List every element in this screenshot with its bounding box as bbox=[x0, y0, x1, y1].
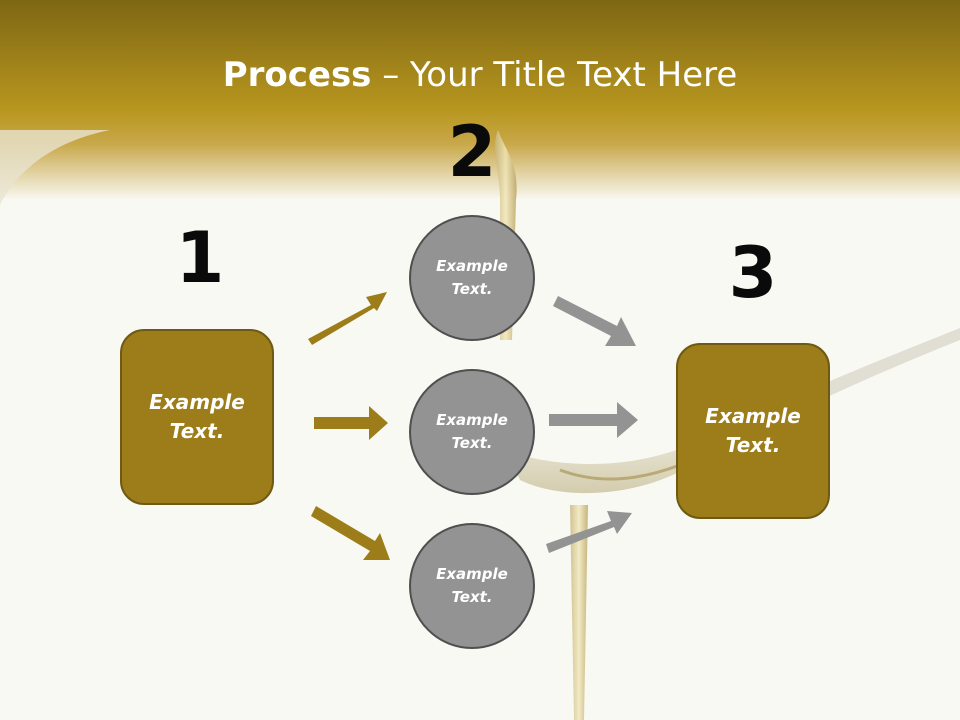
step-1-box: Example Text. bbox=[120, 329, 274, 505]
circle-middle-line-2: Text. bbox=[451, 434, 493, 452]
circle-bottom-line-1: Example bbox=[436, 565, 508, 583]
step-1-box-line-2: Text. bbox=[169, 419, 225, 443]
circle-bottom-line-2: Text. bbox=[451, 588, 493, 606]
step-1-box-line-1: Example bbox=[149, 390, 245, 414]
circle-middle-line-1: Example bbox=[436, 411, 508, 429]
title-rest: – Your Title Text Here bbox=[371, 55, 738, 95]
title-bold: Process bbox=[222, 55, 372, 95]
arrow-gray-up-right-icon bbox=[546, 511, 632, 553]
step-number-1: 1 bbox=[175, 217, 225, 299]
step-3-box-line-2: Text. bbox=[725, 433, 781, 457]
circle-top-line-1: Example bbox=[436, 257, 508, 275]
step-2-circle-middle: Example Text. bbox=[409, 369, 535, 495]
step-2-circle-bottom: Example Text. bbox=[409, 523, 535, 649]
arrow-gray-down-right-icon bbox=[553, 296, 636, 346]
step-2-circle-top: Example Text. bbox=[409, 215, 535, 341]
slide-title: Process – Your Title Text Here bbox=[0, 52, 960, 98]
circle-top-line-2: Text. bbox=[451, 280, 493, 298]
step-number-3: 3 bbox=[728, 232, 778, 314]
step-3-box: Example Text. bbox=[676, 343, 830, 519]
arrow-gold-right-icon bbox=[314, 406, 388, 440]
arrow-gray-right-icon bbox=[549, 402, 638, 438]
arrow-gold-down-right-icon bbox=[311, 506, 390, 560]
step-3-box-line-1: Example bbox=[705, 404, 801, 428]
arrow-gold-up-right-icon bbox=[308, 292, 387, 345]
step-number-2: 2 bbox=[447, 111, 497, 193]
